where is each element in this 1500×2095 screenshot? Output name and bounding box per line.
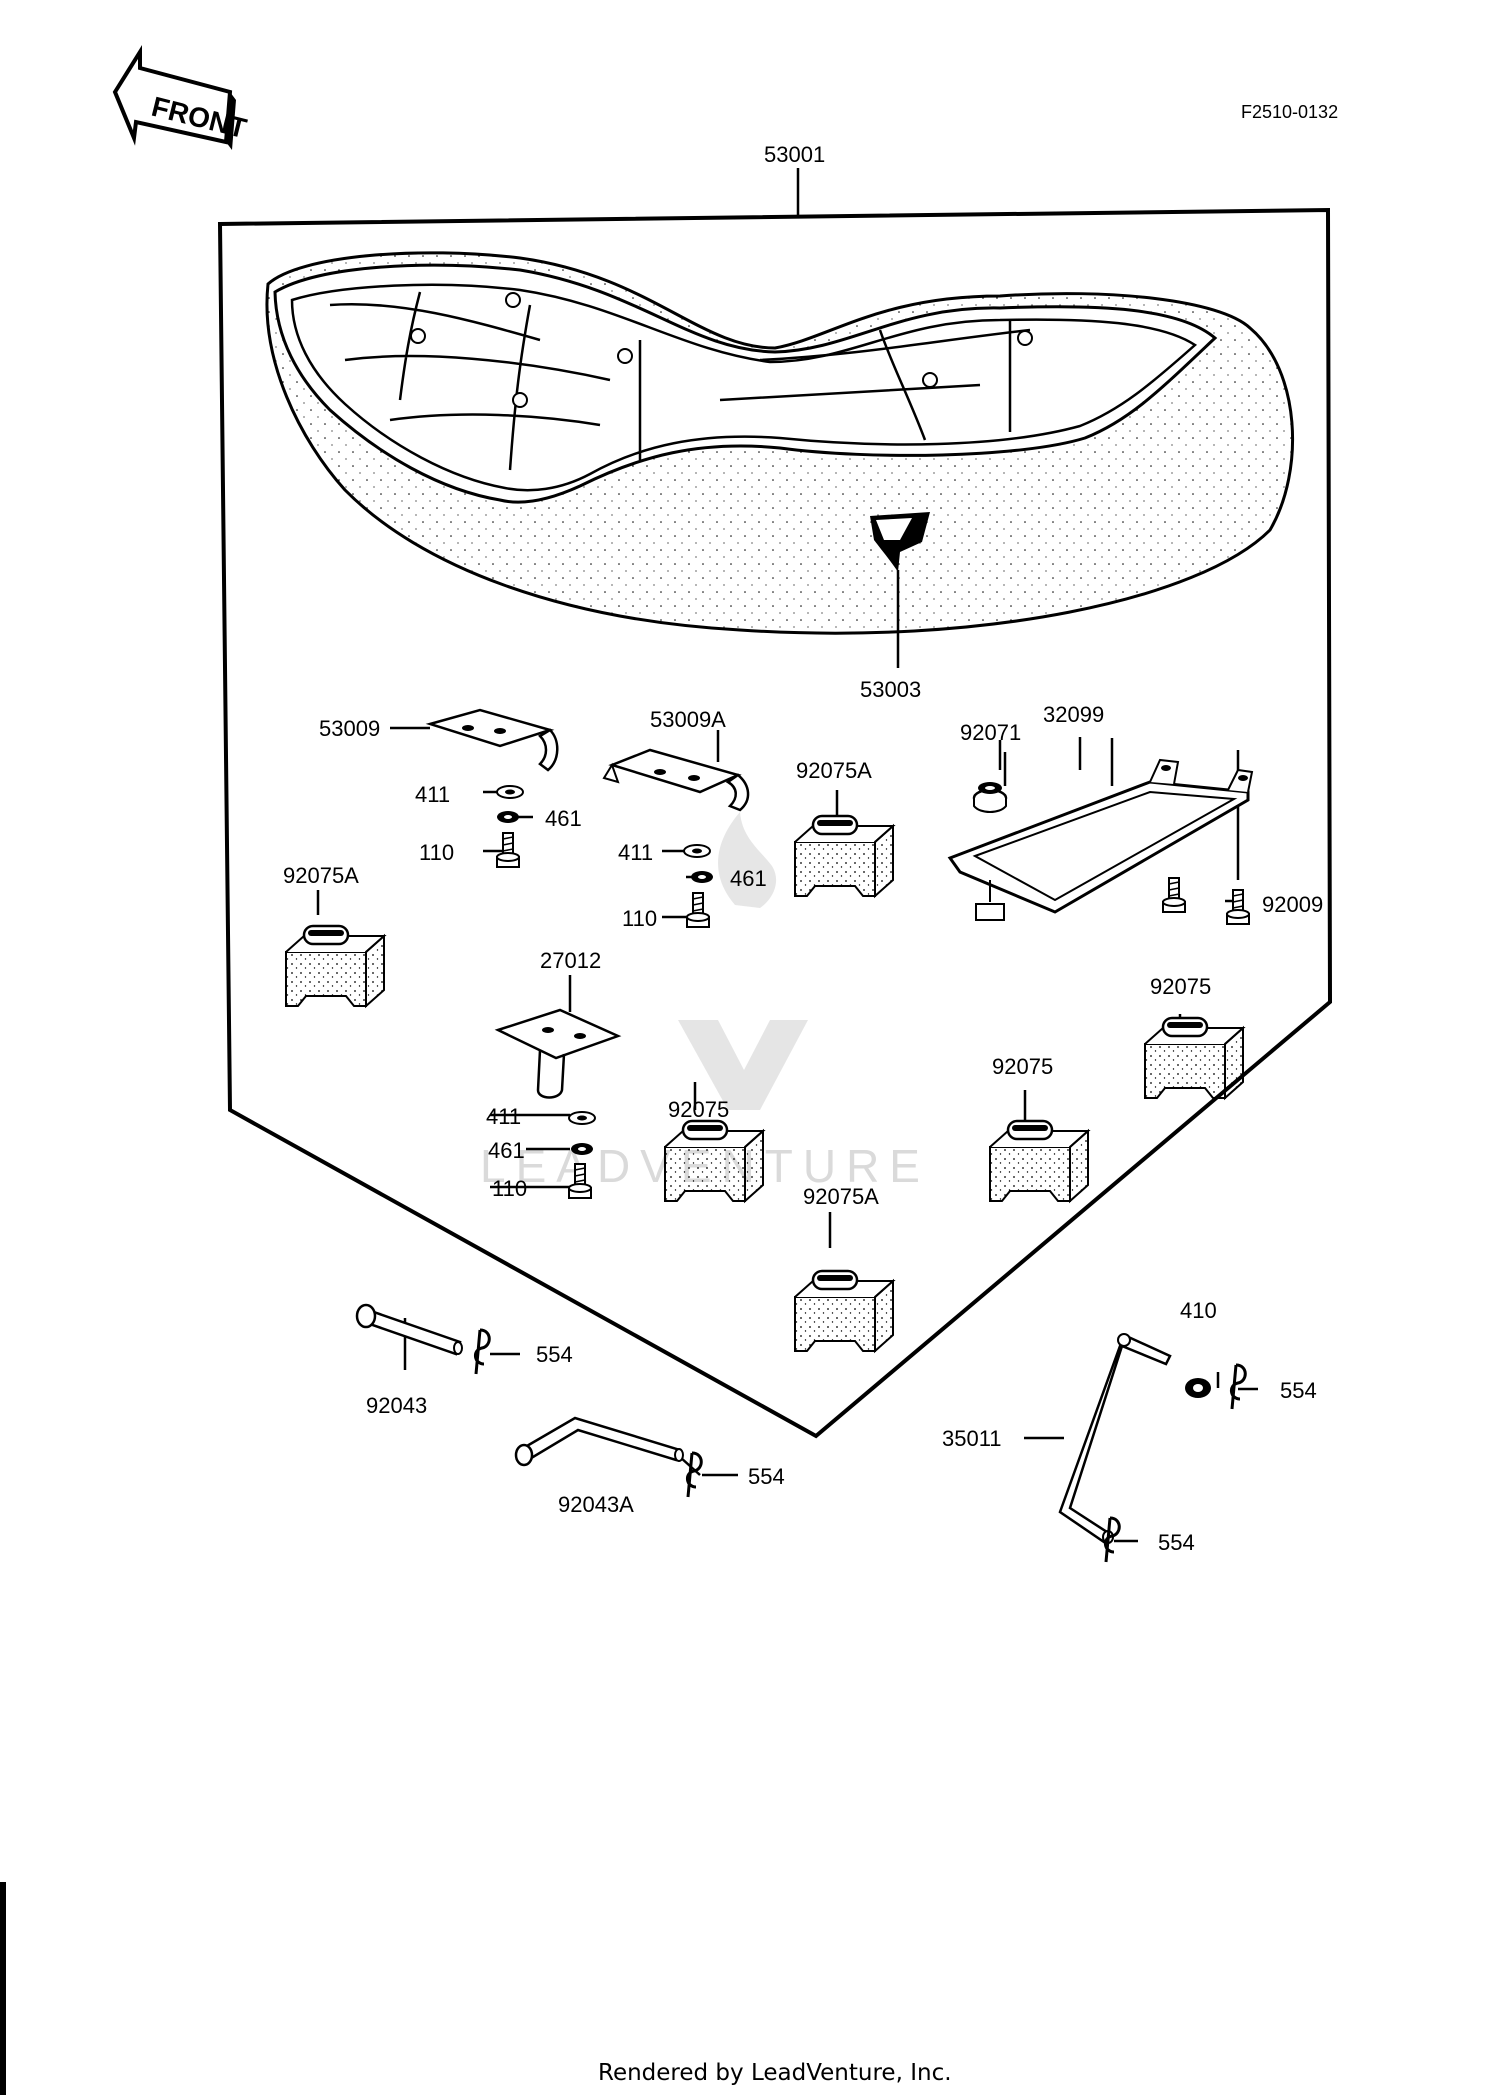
front-bracket xyxy=(425,708,559,772)
label-92075-mid: 92075 xyxy=(668,1097,729,1122)
label-92043: 92043 xyxy=(366,1393,427,1418)
clip-554-3 xyxy=(1229,1363,1247,1411)
label-92075-right-low: 92075 xyxy=(992,1054,1053,1079)
label-461-a: 461 xyxy=(545,806,582,831)
label-554-2: 554 xyxy=(748,1464,785,1489)
label-461-b: 461 xyxy=(730,866,767,891)
damper-92075-right-high xyxy=(1143,1016,1245,1100)
washer-461-b xyxy=(691,871,713,883)
label-32099: 32099 xyxy=(1043,702,1104,727)
label-53003: 53003 xyxy=(860,677,921,702)
group-outline xyxy=(217,207,1333,1439)
front-arrow-icon: FRONT xyxy=(112,45,250,150)
washer-461-a xyxy=(497,811,519,823)
callout-labels: 53001 53003 53009 53009A 27012 32099 920… xyxy=(283,142,1323,1555)
label-53009a: 53009A xyxy=(650,707,726,732)
label-92075a-bottom: 92075A xyxy=(803,1184,879,1209)
label-410: 410 xyxy=(1180,1298,1217,1323)
damper-92075-mid xyxy=(663,1119,765,1203)
tray-bolt-left xyxy=(1162,877,1186,913)
label-110-c: 110 xyxy=(492,1176,527,1201)
label-411-a: 411 xyxy=(415,782,450,807)
washer-411-c xyxy=(568,1111,596,1125)
edge-bar xyxy=(0,1882,6,2095)
rear-bracket xyxy=(494,1008,622,1099)
label-554-1: 554 xyxy=(536,1342,573,1367)
damper-92075a-mid xyxy=(793,814,895,898)
label-92071: 92071 xyxy=(960,720,1021,745)
tray xyxy=(947,758,1254,921)
label-554-4: 554 xyxy=(1158,1530,1195,1555)
label-110-b: 110 xyxy=(622,906,657,931)
label-411-c: 411 xyxy=(486,1104,521,1129)
washer-411-b xyxy=(683,844,711,858)
damper-92075a-left xyxy=(284,924,386,1008)
label-554-3: 554 xyxy=(1280,1378,1317,1403)
label-110-a: 110 xyxy=(419,840,454,865)
seat-drawing xyxy=(265,251,1295,635)
washer-410 xyxy=(1185,1378,1211,1398)
pin-92043 xyxy=(355,1303,463,1356)
label-92075a-mid: 92075A xyxy=(796,758,872,783)
label-461-c: 461 xyxy=(488,1138,525,1163)
label-35011: 35011 xyxy=(942,1426,1002,1451)
label-53001: 53001 xyxy=(764,142,825,167)
figure-code: F2510-0132 xyxy=(1241,102,1338,122)
label-92075a-left: 92075A xyxy=(283,863,359,888)
label-53009: 53009 xyxy=(319,716,380,741)
footer-text: Rendered by LeadVenture, Inc. xyxy=(598,2060,952,2086)
clip-554-1 xyxy=(473,1328,491,1376)
bolt-110-b xyxy=(686,892,710,928)
label-92009: 92009 xyxy=(1262,892,1323,917)
pin-92043a xyxy=(514,1416,684,1467)
label-27012: 27012 xyxy=(540,948,601,973)
label-92043a: 92043A xyxy=(558,1492,634,1517)
label-92075-right-high: 92075 xyxy=(1150,974,1211,999)
damper-92075-right-low xyxy=(988,1119,1090,1203)
tray-bolt-92009 xyxy=(1226,889,1250,925)
grommet-92071 xyxy=(972,782,1008,813)
center-bracket xyxy=(602,748,750,812)
washer-411-a xyxy=(496,785,524,799)
damper-92075a-bottom xyxy=(793,1269,895,1353)
washer-461-c xyxy=(571,1143,593,1155)
rod-35011 xyxy=(1058,1333,1172,1544)
label-411-b: 411 xyxy=(618,840,653,865)
